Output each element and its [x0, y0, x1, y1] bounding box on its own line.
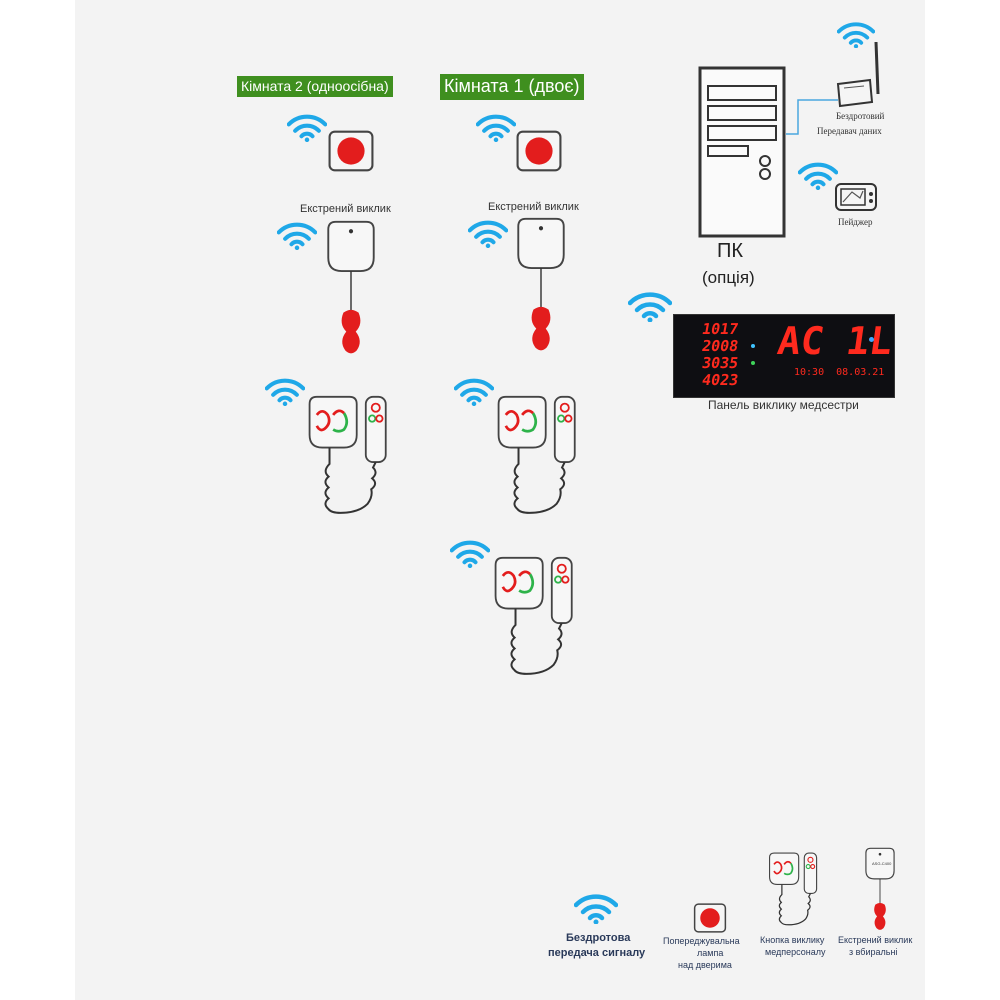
- legend-emergency-label-1: Екстрений виклик: [838, 935, 913, 945]
- nurse-call-station-icon: [490, 556, 590, 692]
- panel-room-number: 3035: [700, 354, 740, 372]
- legend-lamp-label-2: лампа: [697, 948, 724, 958]
- room-2-label: Кімната 2 (одноосібна): [237, 76, 393, 97]
- wifi-icon: [450, 540, 490, 568]
- panel-room-number: 2008: [700, 337, 740, 355]
- wifi-icon: [265, 378, 305, 406]
- room-2-emergency-label: Екстрений виклик: [300, 203, 391, 215]
- wifi-icon: [574, 894, 618, 924]
- panel-room-number: 1017: [700, 320, 740, 338]
- nurse-call-panel: 1017 2008 3035 4023 AC 1L 10:30 08.03.21: [673, 314, 895, 398]
- wifi-icon: [468, 220, 508, 248]
- pager-icon: [835, 183, 877, 211]
- transmitter-label-2: Передавач даних: [817, 126, 882, 136]
- legend-lamp-icon: [693, 903, 727, 933]
- nurse-panel-caption: Панель виклику медсестри: [708, 398, 859, 412]
- panel-status-dot: [751, 344, 755, 348]
- nurse-call-station-icon: [493, 395, 593, 531]
- wifi-icon: [287, 114, 327, 142]
- legend-emergency-label-2: з вбиральні: [849, 947, 898, 957]
- room-1-label: Кімната 1 (двоє): [440, 74, 584, 100]
- legend-wireless-label-1: Бездротова: [566, 932, 631, 944]
- legend-emergency-pendant-icon: [860, 846, 900, 934]
- wifi-icon: [798, 162, 838, 190]
- wifi-icon: [628, 292, 672, 322]
- panel-indicator-dot: [869, 337, 874, 342]
- warning-lamp-icon: [516, 130, 562, 172]
- room-1-emergency-label: Екстрений виклик: [488, 201, 579, 213]
- pc-label: ПК: [717, 240, 744, 262]
- legend-call-button-label-1: Кнопка виклику: [760, 935, 825, 945]
- pager-label: Пейджер: [838, 217, 873, 227]
- emergency-pendant-icon: [320, 218, 382, 360]
- legend-call-button-label-2: медперсоналу: [765, 947, 826, 957]
- wifi-icon: [454, 378, 494, 406]
- legend-wireless-label-2: передача сигналу: [548, 947, 646, 959]
- connector-line: [786, 99, 838, 135]
- panel-time-display: 10:30 08.03.21: [794, 367, 885, 378]
- legend-call-station-icon: [766, 852, 828, 936]
- pc-option-label: (опція): [702, 268, 755, 287]
- wifi-icon: [476, 114, 516, 142]
- nurse-call-station-icon: [304, 395, 404, 531]
- pc-tower-icon: [698, 66, 786, 238]
- transmitter-label-1: Бездротовий: [836, 111, 885, 121]
- emergency-pendant-icon: [510, 215, 572, 357]
- warning-lamp-icon: [328, 130, 374, 172]
- panel-big-display: AC 1L: [774, 319, 896, 363]
- legend-lamp-label-1: Попереджувальна: [663, 936, 740, 946]
- legend-lamp-label-3: над дверима: [678, 960, 732, 970]
- panel-status-dot: [751, 361, 755, 365]
- legend-device-tag: ASG-C400: [872, 861, 892, 866]
- panel-room-number: 4023: [700, 371, 740, 389]
- transmitter-icon: [836, 41, 880, 108]
- wifi-icon: [277, 222, 317, 250]
